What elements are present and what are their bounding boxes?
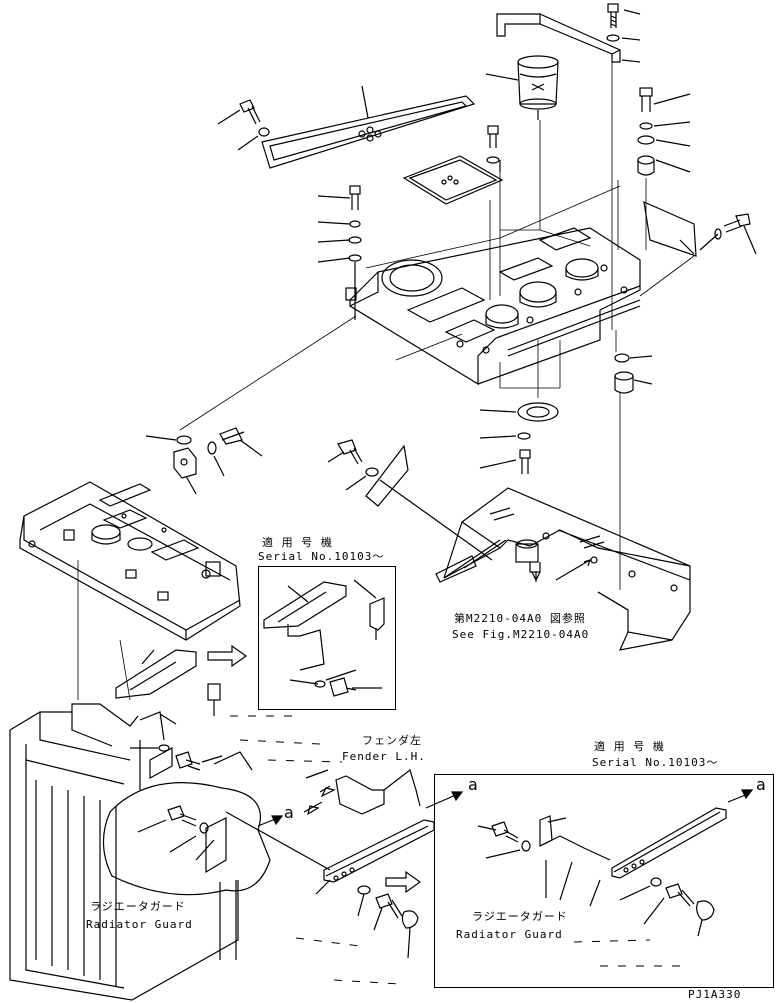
inset-box-right <box>434 774 774 988</box>
radiator-en-label-2: Radiator Guard <box>456 928 563 941</box>
fender-bracket <box>225 768 435 959</box>
bolt-center-top <box>486 125 501 172</box>
radiator-en-label-1: Radiator Guard <box>86 918 193 931</box>
left-clip-set <box>145 427 263 495</box>
inset-top-parts <box>263 579 385 697</box>
fender-jp-label: フェンダ左 <box>362 734 422 747</box>
transfer-arrow-1 <box>207 644 248 668</box>
inspection-plate <box>402 155 504 205</box>
projection-lines <box>77 62 695 701</box>
bolt-right-side <box>699 213 757 255</box>
radiator-jp-label-2: ラジエータガード <box>472 910 568 923</box>
lower-frame <box>435 487 691 651</box>
top-bracket <box>496 13 621 63</box>
radiator-jp-label-1: ラジエータガード <box>90 900 186 913</box>
fig-ref-jp-label: 第M2210-04A0 図参照 <box>454 612 586 625</box>
top-serial-en-label: Serial No.10103〜 <box>258 550 385 563</box>
radiator-guard <box>9 703 271 1001</box>
main-floor-panel <box>345 227 641 386</box>
center-ring-set <box>479 402 559 474</box>
bolt-left-top <box>217 99 270 151</box>
side-cover-plate <box>643 201 697 257</box>
arrow-a-label-1: a <box>468 775 478 794</box>
arrow-a-label-2: a <box>284 803 294 822</box>
right-stack-bolts <box>637 87 691 176</box>
fender-en-label: Fender L.H. <box>342 750 426 763</box>
reservoir-cup <box>485 55 559 120</box>
top-serial-jp-label: 適 用 号 機 <box>262 536 333 549</box>
bolt-top-right <box>606 3 641 63</box>
inset-right-parts <box>477 789 754 937</box>
fig-ref-en-label: See Fig.M2210-04A0 <box>452 628 590 641</box>
center-bolt-bracket <box>327 439 493 561</box>
arrow-a-lines <box>257 769 464 827</box>
right-spacer <box>614 353 653 394</box>
ground-marks <box>230 715 680 985</box>
long-gasket <box>261 85 476 169</box>
right-serial-en-label: Serial No.10103〜 <box>592 756 719 769</box>
mid-bracket <box>115 649 221 716</box>
transfer-arrow-2 <box>385 870 422 894</box>
left-stack-hardware <box>317 185 362 320</box>
drawing-code: PJ1A330 <box>688 988 742 1001</box>
arrow-a-label-3: a <box>756 775 766 794</box>
right-serial-jp-label: 適 用 号 機 <box>594 740 665 753</box>
inset-box-top <box>258 566 396 710</box>
lower-floor-panel <box>19 481 241 641</box>
radiator-bolts <box>130 713 223 861</box>
